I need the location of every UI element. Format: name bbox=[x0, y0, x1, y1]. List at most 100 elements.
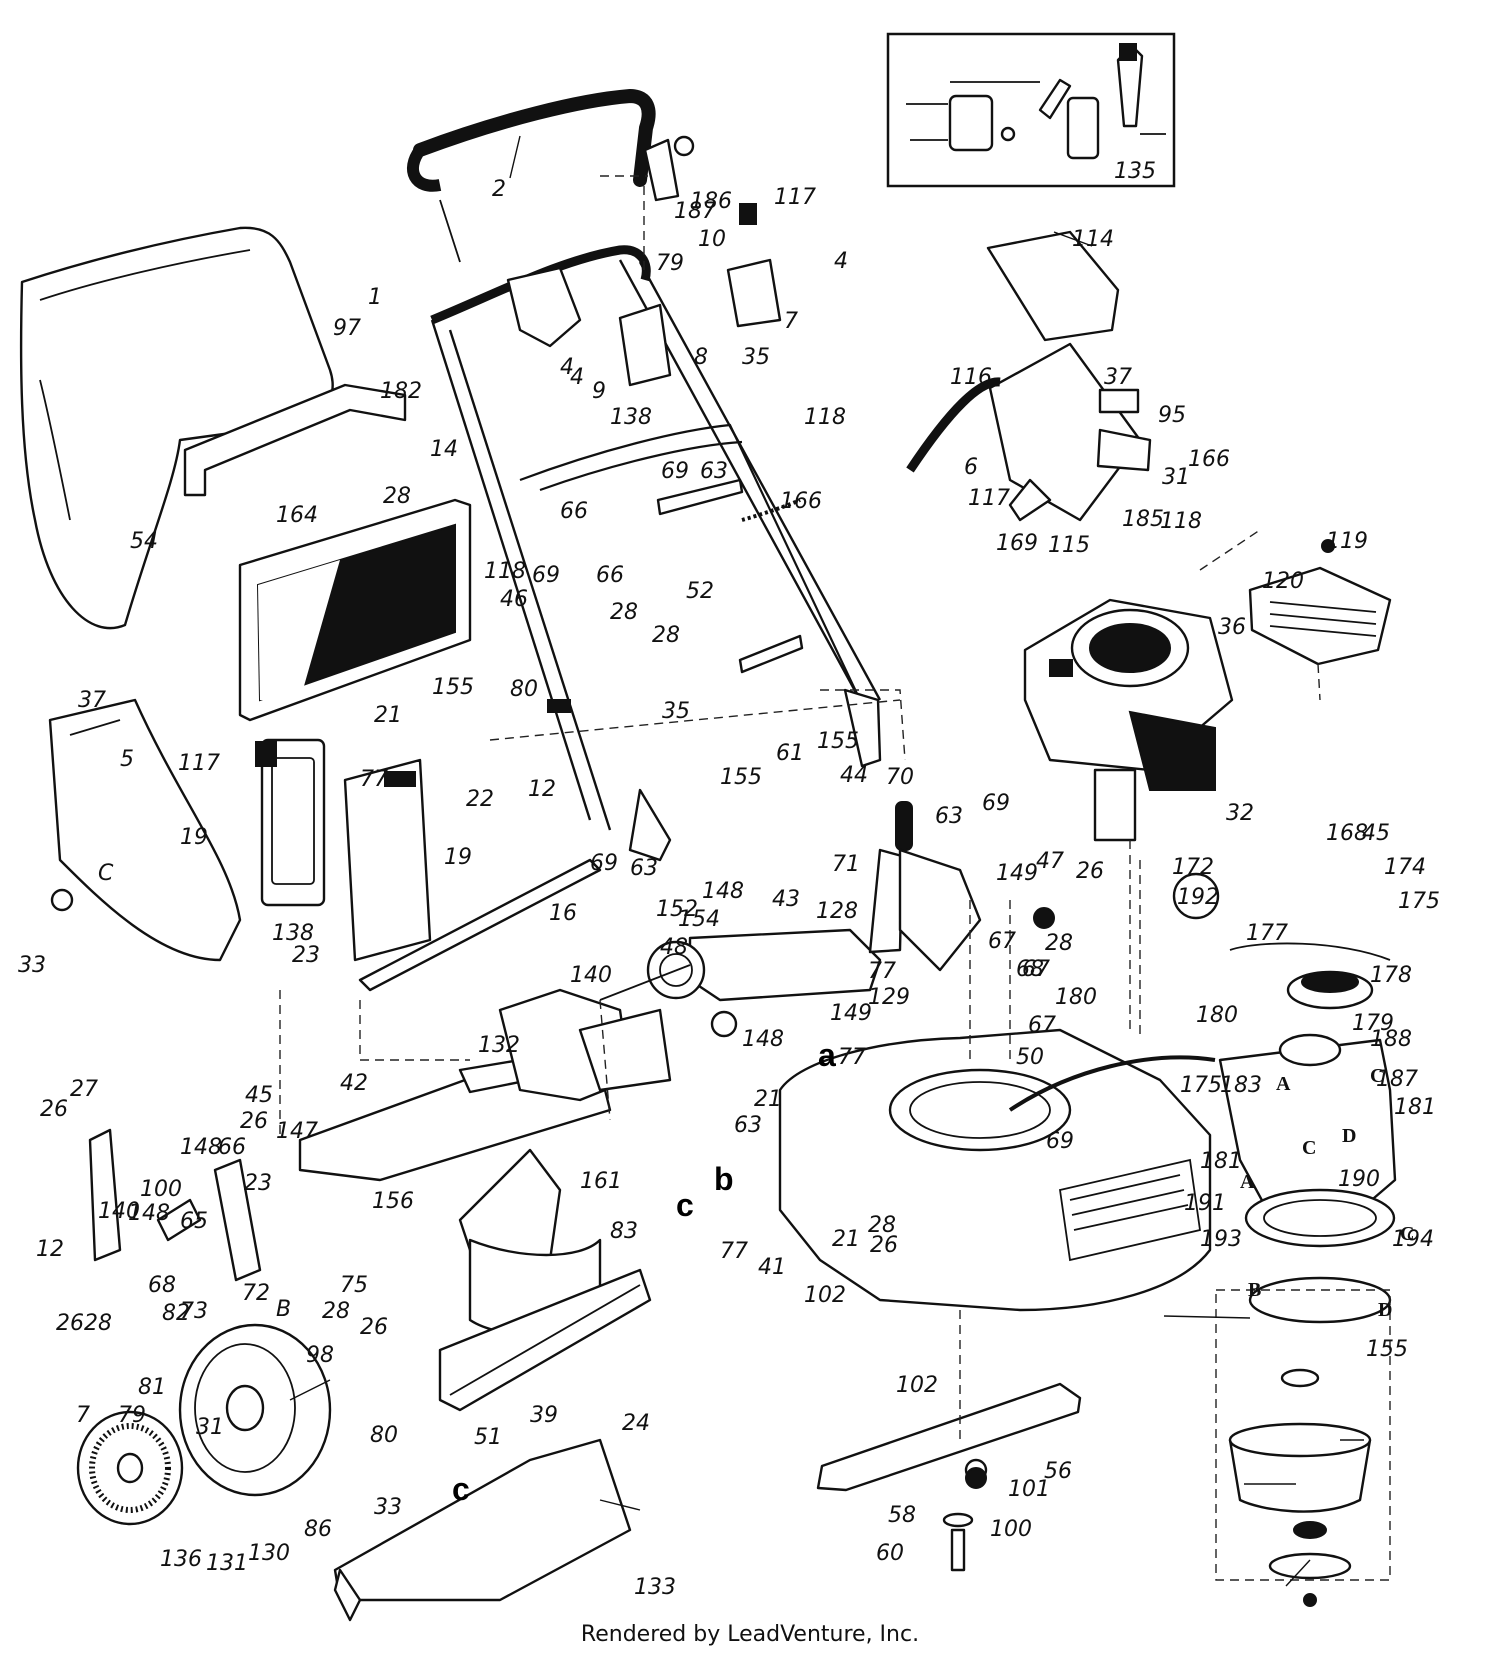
part-label: 174 bbox=[1384, 855, 1426, 880]
part-label: 26 bbox=[360, 1315, 388, 1340]
part-label: 51 bbox=[474, 1425, 502, 1450]
part-label: 187 bbox=[674, 199, 716, 224]
part-label: 28 bbox=[84, 1311, 112, 1336]
part-label: 41 bbox=[758, 1255, 786, 1280]
part-label: 182 bbox=[380, 379, 422, 404]
part-label: 147 bbox=[276, 1119, 318, 1144]
air-filter-cover bbox=[1248, 539, 1392, 666]
part-label: 77 bbox=[360, 767, 388, 792]
part-label: 31 bbox=[1162, 465, 1190, 490]
part-label: 44 bbox=[840, 763, 868, 788]
part-label: 175 bbox=[1180, 1073, 1222, 1098]
part-label: 136 bbox=[160, 1547, 202, 1572]
part-label: 155 bbox=[432, 675, 474, 700]
part-label: 166 bbox=[780, 489, 822, 514]
letter-mark: a bbox=[818, 1037, 836, 1073]
part-label: 39 bbox=[530, 1403, 558, 1428]
part-label: 69 bbox=[590, 851, 618, 876]
part-label: 63 bbox=[734, 1113, 762, 1138]
part-label: 161 bbox=[580, 1169, 622, 1194]
part-label: 4 bbox=[834, 249, 848, 274]
part-label: 4 bbox=[570, 365, 584, 390]
part-label: 12 bbox=[528, 777, 556, 802]
side-discharge-chute bbox=[438, 1268, 652, 1412]
part-label: 36 bbox=[1218, 615, 1246, 640]
letter-mark: b bbox=[714, 1161, 734, 1197]
part-label: 191 bbox=[1184, 1191, 1226, 1216]
part-label: 43 bbox=[772, 887, 800, 912]
part-label: 140 bbox=[98, 1199, 140, 1224]
part-label: 37 bbox=[78, 688, 106, 713]
part-label: 175 bbox=[1398, 889, 1440, 914]
part-label: 166 bbox=[1188, 447, 1230, 472]
part-label: 61 bbox=[776, 741, 804, 766]
mower-blade bbox=[816, 1382, 1082, 1492]
part-label: 149 bbox=[830, 1001, 872, 1026]
part-label: 102 bbox=[896, 1373, 938, 1398]
part-label: 26 bbox=[240, 1109, 268, 1134]
part-label: 10 bbox=[698, 227, 726, 252]
rear-baffle bbox=[255, 738, 326, 907]
letter-mark: c bbox=[452, 1471, 470, 1507]
part-label: 35 bbox=[742, 345, 770, 370]
letter-mark: c bbox=[676, 1187, 694, 1223]
part-label: 50 bbox=[1016, 1045, 1044, 1070]
part-label: 79 bbox=[118, 1403, 146, 1428]
part-label: 66 bbox=[560, 499, 588, 524]
control-bracket-parts bbox=[506, 135, 804, 674]
part-label: 63 bbox=[630, 856, 658, 881]
part-label: 155 bbox=[1366, 1337, 1408, 1362]
part-label: 6 bbox=[964, 455, 978, 480]
part-label: 138 bbox=[272, 921, 314, 946]
part-label: 68 bbox=[148, 1273, 176, 1298]
part-label: 130 bbox=[248, 1541, 290, 1566]
part-label: 119 bbox=[1326, 529, 1368, 554]
part-label: 80 bbox=[510, 677, 538, 702]
part-label: 14 bbox=[430, 437, 458, 462]
part-label: 83 bbox=[610, 1219, 638, 1244]
part-label: 179 bbox=[1352, 1011, 1394, 1036]
part-label: 32 bbox=[1226, 801, 1254, 826]
part-label: 77 bbox=[868, 959, 896, 984]
part-label: 56 bbox=[1044, 1459, 1072, 1484]
circled-reference: 192 bbox=[1172, 872, 1220, 920]
attribution-footer: Rendered by LeadVenture, Inc. bbox=[580, 1622, 920, 1647]
part-label: 35 bbox=[662, 699, 690, 724]
part-label: 63 bbox=[700, 459, 728, 484]
part-label: 178 bbox=[1370, 963, 1412, 988]
left-height-bracket bbox=[88, 1128, 262, 1282]
part-label: 152 bbox=[656, 897, 698, 922]
part-label: 155 bbox=[720, 765, 762, 790]
part-label: 118 bbox=[484, 559, 526, 584]
part-label: 24 bbox=[622, 1411, 650, 1436]
part-label: 27 bbox=[70, 1077, 98, 1102]
part-label: 181 bbox=[1394, 1095, 1436, 1120]
part-label: 81 bbox=[138, 1375, 166, 1400]
part-label: 183 bbox=[1220, 1073, 1262, 1098]
part-label: 37 bbox=[1104, 365, 1132, 390]
part-label: 26 bbox=[870, 1233, 898, 1258]
part-label: 19 bbox=[444, 845, 472, 870]
part-label: 2 bbox=[492, 177, 506, 202]
part-label: 68 bbox=[1016, 957, 1044, 982]
part-label: 58 bbox=[888, 1503, 916, 1528]
part-label: 138 bbox=[610, 405, 652, 430]
part-label: 69 bbox=[982, 791, 1010, 816]
part-label: 28 bbox=[610, 600, 638, 625]
part-label: 155 bbox=[817, 729, 859, 754]
part-label: 79 bbox=[656, 251, 684, 276]
inset-handle-control-assembly: 135 bbox=[886, 32, 1176, 188]
part-label: 133 bbox=[634, 1575, 676, 1600]
part-label: 148 bbox=[180, 1135, 222, 1160]
part-label: 80 bbox=[370, 1423, 398, 1448]
part-label: 181 bbox=[1200, 1149, 1242, 1174]
letter-mark: C bbox=[98, 861, 114, 886]
part-label: 115 bbox=[1048, 533, 1090, 558]
grass-bag bbox=[19, 226, 334, 630]
part-label: 169 bbox=[996, 531, 1038, 556]
clutch-letter: D bbox=[1342, 1125, 1356, 1147]
throttle-control-group bbox=[906, 230, 1152, 522]
clutch-letter: C bbox=[1370, 1065, 1384, 1087]
part-label: 7 bbox=[784, 309, 798, 334]
part-label: 48 bbox=[660, 935, 688, 960]
